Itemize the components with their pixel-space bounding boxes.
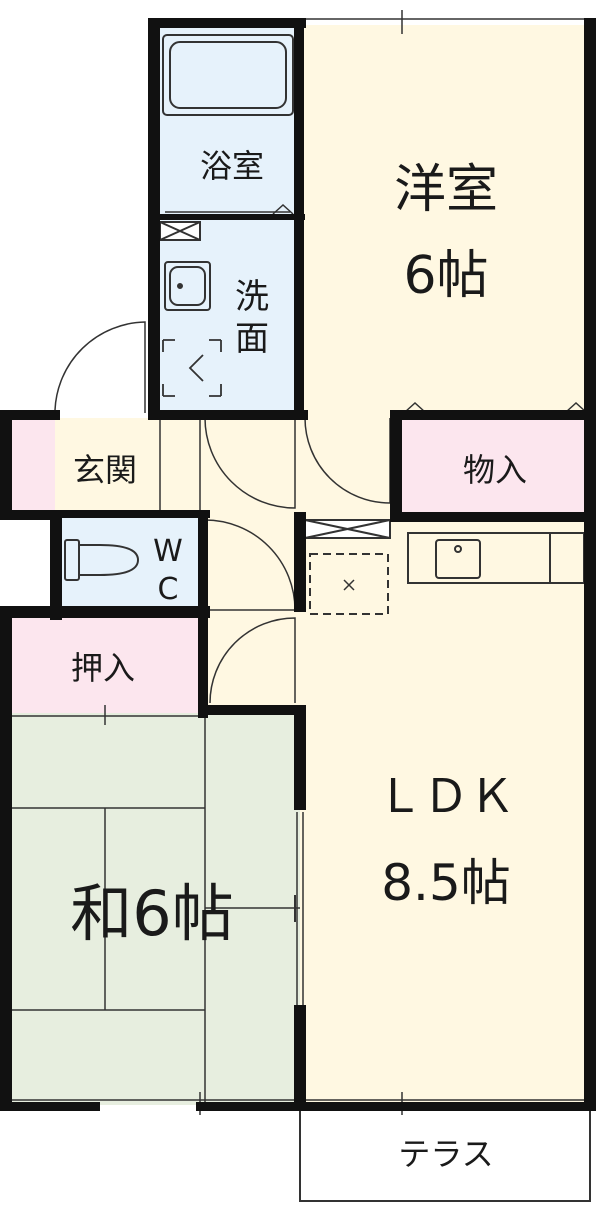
hall-door-swing-right	[304, 417, 391, 504]
refrigerator-x-icon	[343, 579, 355, 591]
western-room-fill	[300, 25, 590, 418]
wc-label-line1: W	[153, 534, 183, 569]
closet-label: 押入	[71, 649, 135, 687]
terrace-outline	[299, 1104, 591, 1202]
ventilation-icon	[159, 221, 201, 241]
kitchen-ventilation-icon	[304, 519, 391, 539]
bath-fill	[155, 25, 300, 220]
storage-fill	[395, 418, 590, 518]
entrance-door-swing	[54, 321, 146, 413]
wc-label-line2: C	[158, 572, 179, 607]
wash-basin-icon	[164, 261, 211, 311]
washing-machine-space-icon	[162, 339, 222, 397]
bath-label: 浴室	[200, 147, 264, 185]
tatami-fill	[5, 713, 300, 1105]
refrigerator-space-icon	[309, 553, 389, 615]
hall-door-swing-left	[204, 417, 296, 509]
walls	[0, 18, 596, 1111]
washroom-label-line2: 面	[235, 319, 269, 359]
washroom-label-line1: 洗	[235, 277, 269, 317]
ldk-fill	[300, 518, 590, 1105]
ldk-label-line2: 8.5帖	[381, 854, 511, 912]
closet-fill	[5, 613, 205, 713]
western-room-label-line1: 洋室	[394, 160, 498, 220]
entrance-floor-fill	[55, 418, 155, 513]
western-room-label-line2: 6帖	[403, 246, 488, 306]
hall-fill	[155, 418, 395, 518]
storage-label: 物入	[463, 451, 527, 489]
washroom-fill	[155, 220, 300, 418]
entrance-label: 玄関	[73, 451, 137, 489]
ldk-label-line1: ＬＤＫ	[377, 769, 515, 823]
hall-lower-fill	[205, 513, 300, 713]
toilet-icon	[64, 539, 140, 581]
japanese-room-label: 和6帖	[70, 877, 233, 950]
windows	[12, 10, 587, 1115]
terrace-label: テラス	[398, 1135, 493, 1173]
tatami-lines	[5, 713, 300, 1105]
bathtub-icon	[162, 34, 294, 116]
closet-door-swing	[209, 617, 296, 704]
